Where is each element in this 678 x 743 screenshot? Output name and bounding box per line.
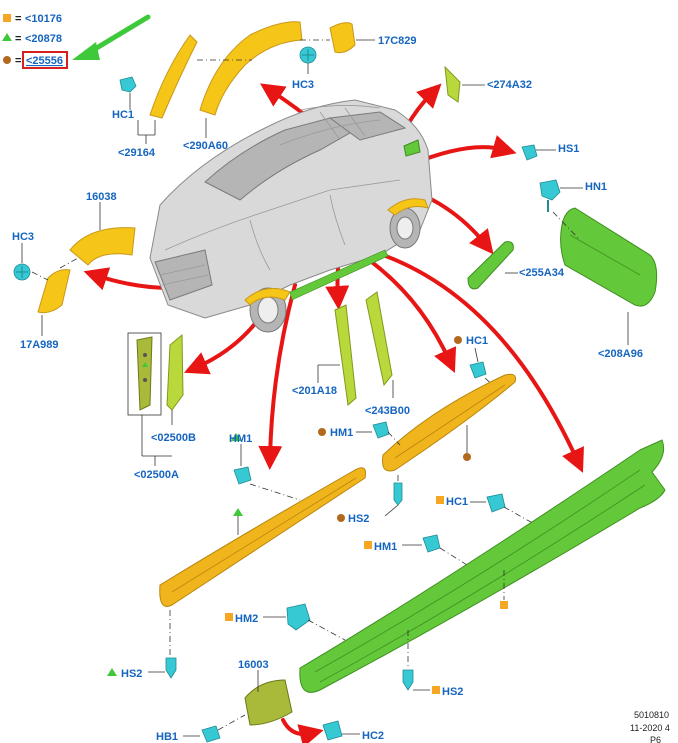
label-02500b: <02500B [151,432,196,444]
legend-circle-icon [3,56,11,64]
rear-wheel-arch-upper [119,21,356,119]
label-16003: 16003 [238,659,269,671]
label-hc3-left: HC3 [12,231,34,243]
label-hm2: HM2 [235,613,258,625]
label-hs2-right: HS2 [442,686,463,698]
label-243b00: <243B00 [365,405,410,417]
label-hb1: HB1 [156,731,178,743]
legend-square-icon [3,14,11,22]
label-hc2: HC2 [362,730,384,742]
rear-door-sill-trim [159,467,366,607]
legend-eq-3: = [15,55,21,67]
label-hs1: HS1 [558,143,579,155]
center-pillar-mouldings [334,291,393,406]
label-hn1: HN1 [585,181,607,193]
legend-highlight-box [22,51,68,69]
reference-block: 5010810 11-2020 4 P6 [630,710,670,743]
reference-line-1: 5010810 [634,710,669,720]
label-201a18: <201A18 [292,385,337,397]
legend-code-square: <10176 [25,13,62,25]
label-hc1-right: HC1 [446,496,468,508]
label-255a34: <255A34 [519,267,565,279]
reference-line-3: P6 [650,735,661,743]
rocker-panel-moulding [299,439,666,693]
label-29164: <29164 [118,147,156,159]
rear-quarter-moulding [444,65,461,103]
legend-code-triangle: <20878 [25,33,62,45]
legend-eq-2: = [15,33,21,45]
callout-arrow-icon [72,14,151,60]
mud-flap [244,679,293,726]
legend-triangle-icon [2,33,12,41]
front-door-moulding [560,207,658,307]
label-hc1-top: HC1 [112,109,134,121]
label-hm1-right: HM1 [374,541,397,553]
label-17c829: 17C829 [378,35,417,47]
b-pillar-appliques [127,332,184,416]
vehicle-illustration [149,99,433,333]
legend: = <10176 = <20878 = <25556 [2,13,151,69]
legend-code-circle: <25556 [26,55,63,67]
rear-door-moulding [467,241,514,290]
front-bumper-fasteners [521,144,561,212]
front-door-sill-trim [382,373,516,472]
label-hs2-left: HS2 [121,668,142,680]
label-hs2-mid: HS2 [348,513,369,525]
label-hc3-top: HC3 [292,79,314,91]
reference-line-2: 11-2020 4 [630,723,670,733]
label-hm1-left: HM1 [229,433,252,445]
label-hm1-mid: HM1 [330,427,353,439]
label-290a60: <290A60 [183,140,228,152]
label-02500a: <02500A [134,469,179,481]
label-hc1-mid: HC1 [466,335,488,347]
label-16038: 16038 [86,191,117,203]
label-208a96: <208A96 [598,348,643,360]
label-274a32: <274A32 [487,79,532,91]
front-wheel-arch [13,227,136,314]
label-17a989: 17A989 [20,339,59,351]
legend-eq-1: = [15,13,21,25]
